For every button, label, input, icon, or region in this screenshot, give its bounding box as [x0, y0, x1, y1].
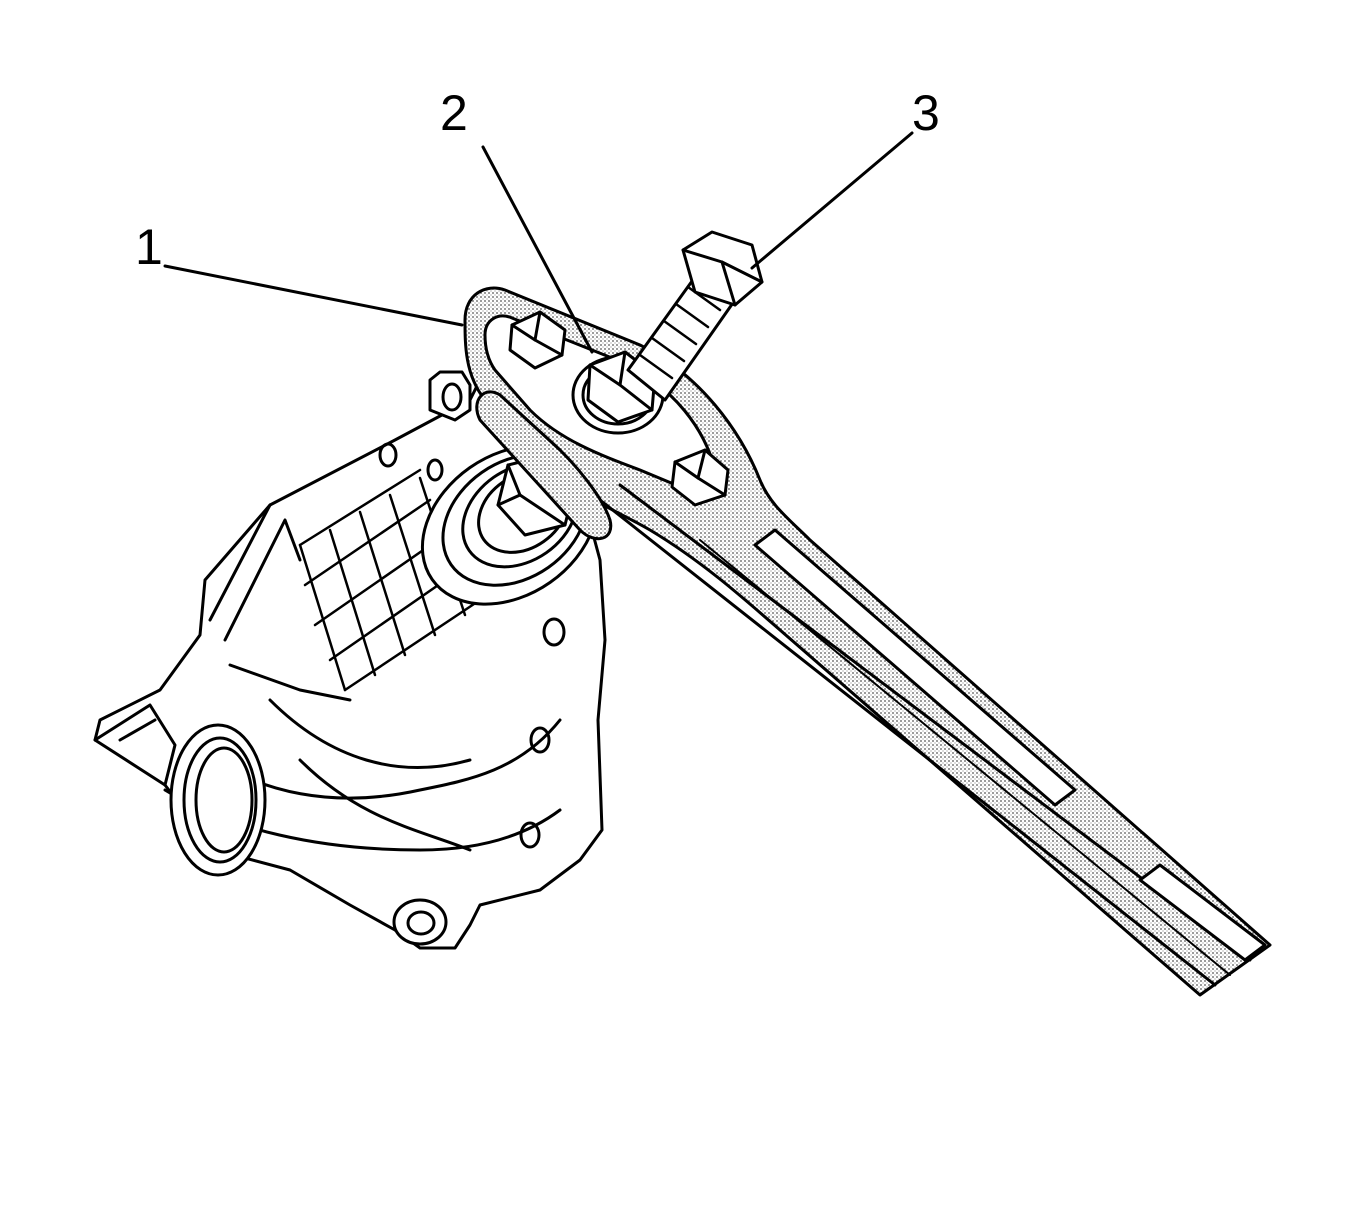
lower-mount	[392, 898, 448, 946]
callout-2: 2	[440, 85, 468, 141]
leader-line-2	[481, 145, 594, 354]
callout-3: 3	[912, 85, 940, 141]
callout-1: 1	[135, 219, 163, 275]
leader-lines	[163, 131, 914, 354]
tool-bolt-upper	[508, 310, 567, 370]
leader-line-3	[750, 131, 914, 270]
axle-opening	[169, 723, 267, 877]
leader-line-1	[163, 264, 464, 327]
tool-bolt-lower	[670, 448, 730, 507]
forcing-bolt	[626, 230, 764, 402]
holder-tool	[463, 286, 1272, 997]
